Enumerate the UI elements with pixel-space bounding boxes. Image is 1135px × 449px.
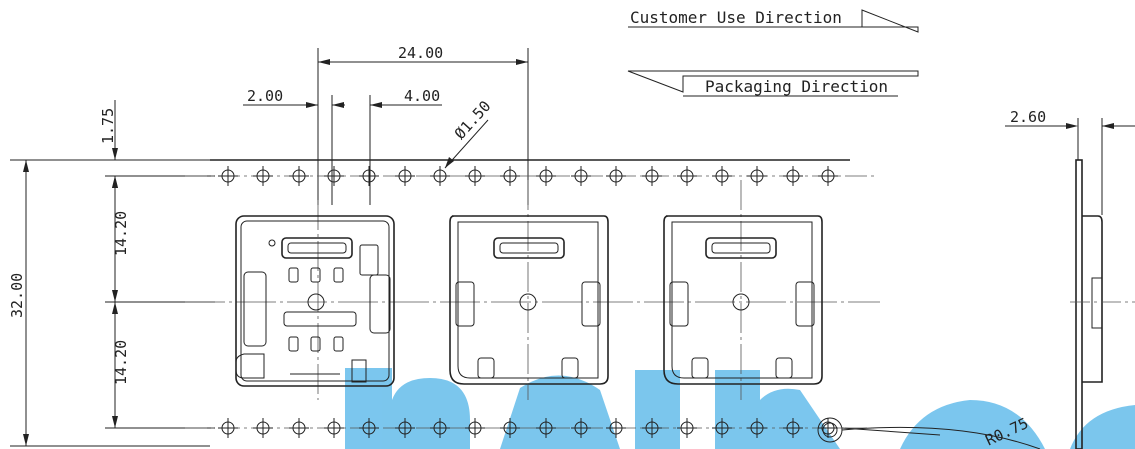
- customer-direction-arrow: Customer Use Direction: [628, 8, 919, 33]
- customer-direction-label: Customer Use Direction: [630, 8, 842, 27]
- pocket-centerlines: [317, 180, 742, 400]
- empty-pocket-3: [663, 215, 823, 385]
- sprocket-holes: [218, 166, 838, 438]
- dim-32: 32.00: [8, 159, 210, 447]
- packaging-direction-arrow: Packaging Direction: [627, 70, 919, 97]
- empty-pocket-2: [449, 215, 609, 385]
- dim-24-label: 24.00: [398, 44, 443, 62]
- side-view: 2.60: [1005, 108, 1135, 449]
- dim-2-label: 2.00: [247, 87, 283, 105]
- packaging-direction-label: Packaging Direction: [705, 77, 888, 96]
- dim-1420: 14.20 14.20: [105, 175, 215, 429]
- dim-1420-top-label: 14.20: [112, 211, 130, 256]
- dim-175-label: 1.75: [99, 108, 117, 144]
- dim-4-label: 4.00: [404, 87, 440, 105]
- dim-32-label: 32.00: [8, 273, 26, 318]
- dim-24: 24.00: [317, 44, 529, 205]
- dim-hole-dia: Ø1.50: [444, 97, 494, 169]
- dim-2-4: 2.00 4.00: [243, 87, 442, 205]
- dim-260-label: 2.60: [1010, 108, 1046, 126]
- pocket-with-component: [235, 215, 395, 387]
- dim-1420-bottom-label: 14.20: [112, 340, 130, 385]
